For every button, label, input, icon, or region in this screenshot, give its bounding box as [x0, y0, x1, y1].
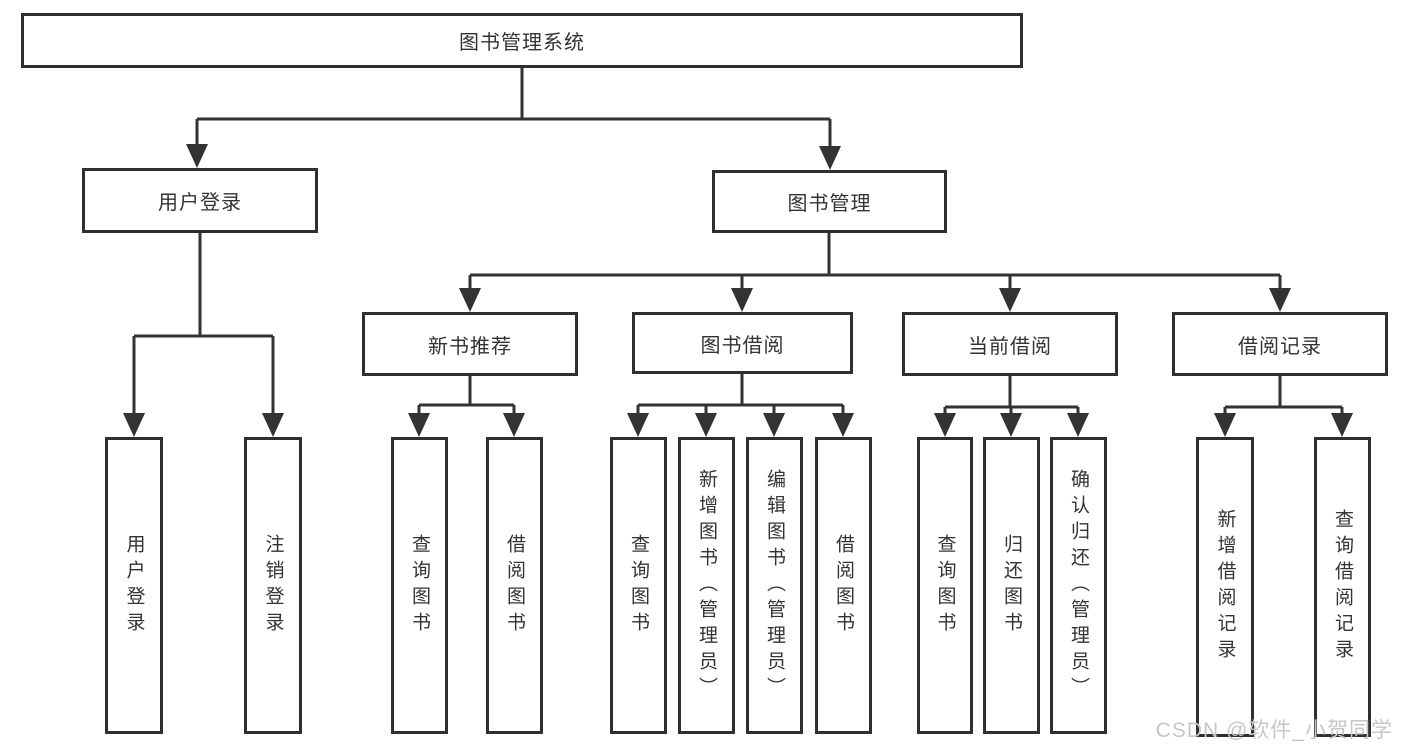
node-user-login-label: 用户登录 — [158, 192, 242, 214]
node-borrow-record: 借阅记录 — [1172, 312, 1388, 376]
node-root-label: 图书管理系统 — [459, 32, 585, 54]
leaf-logout-label: 注销登录 — [262, 533, 284, 638]
leaf-edit-book-admin-label: 编辑图书（管理员） — [764, 468, 785, 703]
node-new-book-recommend: 新书推荐 — [362, 312, 578, 376]
node-borrow-record-label: 借阅记录 — [1238, 335, 1322, 358]
leaf-add-book-admin-label: 新增图书（管理员） — [696, 468, 717, 703]
node-user-login: 用户登录 — [82, 168, 318, 233]
leaf-query-book-current-label: 查询图书 — [934, 533, 956, 638]
leaf-confirm-return-admin-label: 确认归还（管理员） — [1068, 468, 1089, 703]
leaf-confirm-return-admin: 确认归还（管理员） — [1050, 437, 1107, 734]
node-book-borrow: 图书借阅 — [632, 312, 853, 374]
leaf-borrow-book-recommend: 借阅图书 — [486, 437, 543, 734]
leaf-add-borrow-record-label: 新增借阅记录 — [1214, 509, 1236, 665]
leaf-query-book-borrow-label: 查询图书 — [628, 533, 649, 638]
leaf-query-book-recommend-label: 查询图书 — [409, 533, 430, 638]
leaf-query-borrow-record-label: 查询借阅记录 — [1332, 509, 1353, 665]
leaf-add-book-admin: 新增图书（管理员） — [678, 437, 735, 734]
node-book-management-label: 图书管理 — [787, 193, 872, 215]
node-current-borrow: 当前借阅 — [902, 312, 1118, 376]
node-new-book-recommend-label: 新书推荐 — [428, 335, 512, 358]
csdn-watermark: CSDN @软件_小贺同学 — [1155, 719, 1393, 742]
leaf-borrow-book-label: 借阅图书 — [833, 533, 854, 638]
leaf-add-borrow-record: 新增借阅记录 — [1196, 437, 1254, 737]
node-current-borrow-label: 当前借阅 — [968, 335, 1052, 358]
leaf-user-login-label: 用户登录 — [123, 533, 145, 638]
leaf-return-book: 归还图书 — [983, 437, 1040, 734]
leaf-query-book-recommend: 查询图书 — [391, 437, 448, 734]
node-book-management: 图书管理 — [712, 170, 947, 233]
leaf-query-book-borrow: 查询图书 — [610, 437, 667, 734]
leaf-edit-book-admin: 编辑图书（管理员） — [746, 437, 803, 734]
leaf-query-borrow-record: 查询借阅记录 — [1314, 437, 1371, 737]
leaf-query-book-current: 查询图书 — [917, 437, 973, 734]
leaf-borrow-book-recommend-label: 借阅图书 — [504, 533, 525, 638]
leaf-logout: 注销登录 — [244, 437, 302, 734]
leaf-borrow-book: 借阅图书 — [815, 437, 872, 734]
leaf-user-login: 用户登录 — [105, 437, 163, 734]
leaf-return-book-label: 归还图书 — [1001, 533, 1022, 638]
node-root-system: 图书管理系统 — [21, 13, 1023, 68]
node-book-borrow-label: 图书借阅 — [700, 334, 785, 357]
